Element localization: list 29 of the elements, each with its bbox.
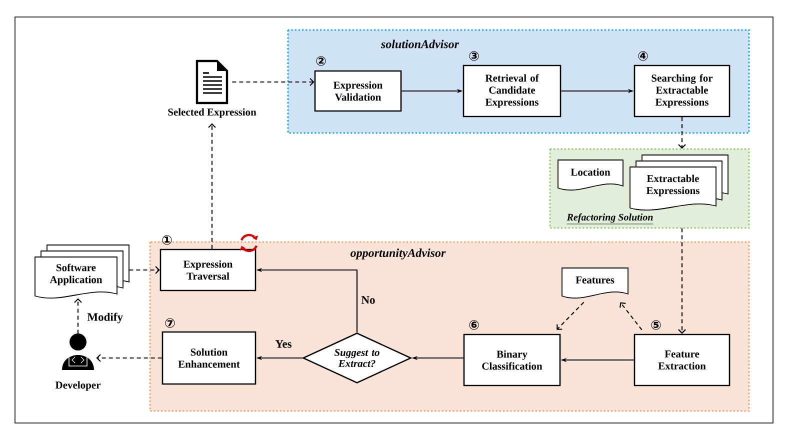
arrow [678,228,686,334]
arrow [620,302,642,330]
step-number: ⑤ [651,320,661,330]
arrow [678,117,686,149]
step-number: ④ [638,51,648,61]
icon-caption: Selected Expression [168,108,256,118]
arrow [232,78,314,86]
process-box: Solution Enhancement [162,331,256,385]
edge-label: Yes [274,339,293,349]
arrow [208,123,216,249]
arrow [129,266,160,274]
edge-label: No [360,295,376,305]
step-number: ③ [469,51,479,61]
arrow [74,298,82,334]
person-icon [62,334,94,370]
process-box: Expression Traversal [160,248,256,292]
process-box: Binary Classification [463,334,561,386]
step-number: ② [316,56,326,66]
arrow [96,354,162,362]
process-box: Feature Extraction [634,334,730,386]
process-box: Searching for Extractable Expressions [634,64,730,118]
icon-caption: Developer [55,381,101,391]
edge-label: Modify [86,312,124,324]
step-number: ⑥ [469,320,479,330]
process-box: Retrieval of Candidate Expressions [462,64,562,118]
document-icon [196,60,228,104]
process-box: Expression Validation [314,70,402,112]
arrow [556,302,584,330]
step-number: ⑦ [165,318,175,328]
